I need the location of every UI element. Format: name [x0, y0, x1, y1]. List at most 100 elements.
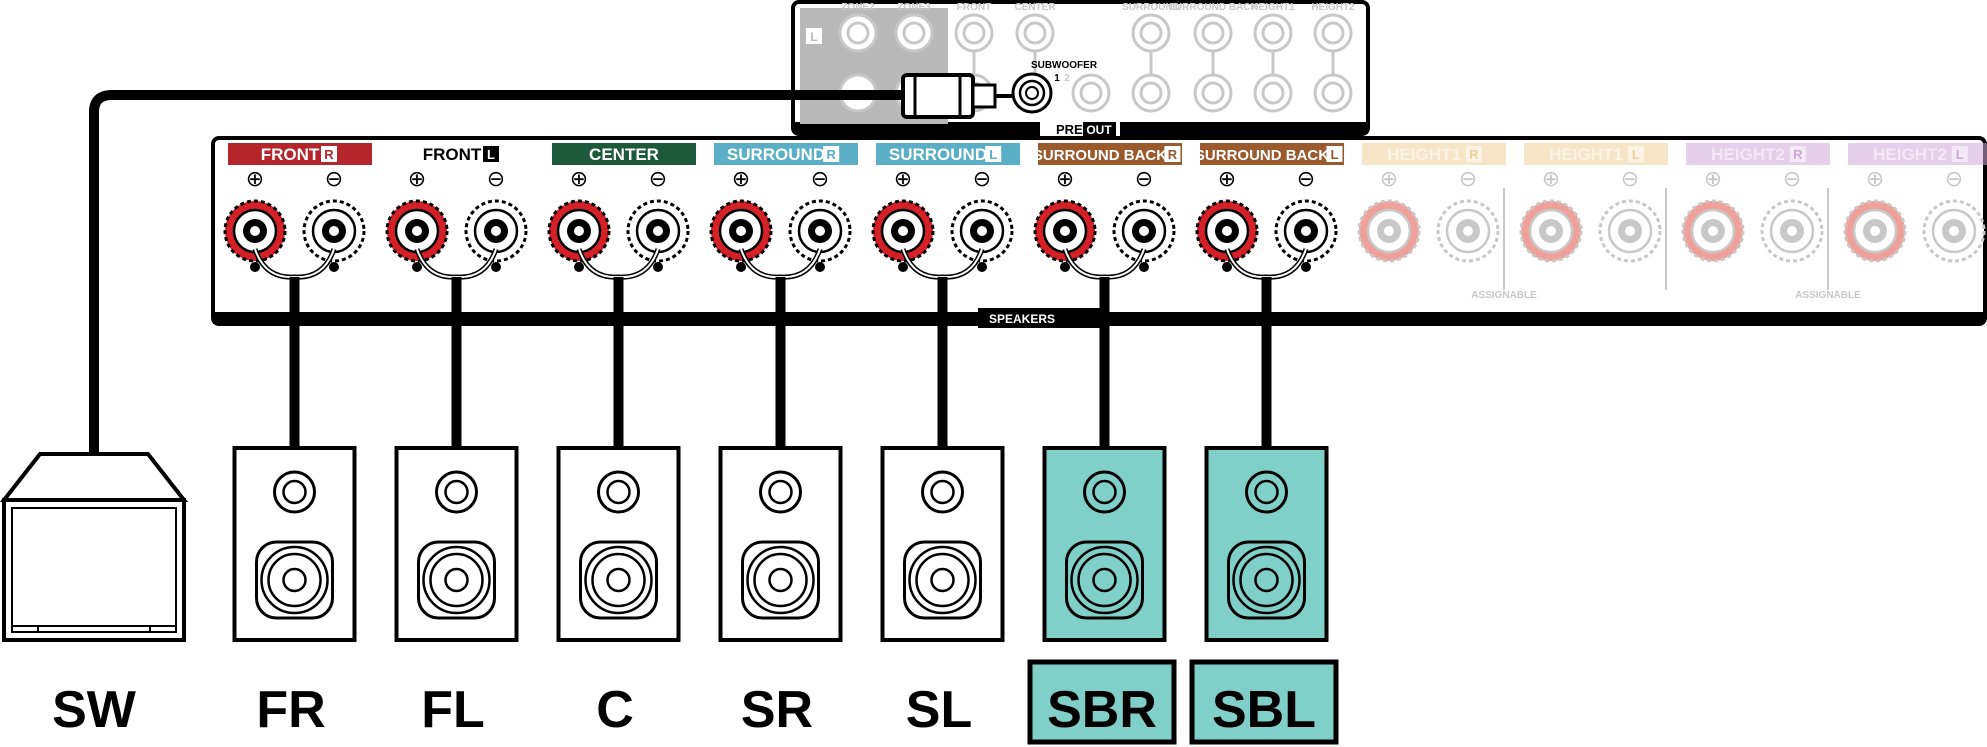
minus-terminal: [950, 199, 1014, 263]
channel-label-text: SURROUND: [889, 145, 987, 164]
minus-symbol: ⊖: [1297, 167, 1315, 192]
channel-side-text: R: [1469, 147, 1479, 162]
channel-label-text: HEIGHT2: [1711, 145, 1785, 164]
channel-label-text: SURROUND BACK: [1033, 147, 1167, 164]
plus-terminal: [871, 199, 935, 263]
minus-symbol: ⊖: [1621, 167, 1639, 192]
plus-symbol: ⊕: [1704, 167, 1722, 192]
speakers-panel: [211, 136, 1987, 326]
minus-symbol: ⊖: [649, 167, 667, 192]
preout-surround-back-label: SURROUND BACK: [1168, 2, 1258, 13]
minus-terminal: [788, 199, 852, 263]
plus-symbol: ⊕: [1056, 167, 1074, 192]
channel-label-text: HEIGHT1: [1387, 145, 1461, 164]
label-fr: FR: [256, 681, 325, 739]
channel-label-text: FRONT: [423, 145, 482, 164]
plus-symbol: ⊕: [1866, 167, 1884, 192]
channel-label-text: HEIGHT2: [1873, 145, 1947, 164]
speakers-label-bg: [978, 308, 1108, 328]
pre-label: PRE: [1056, 122, 1083, 137]
channel-label-text: SURROUND: [727, 145, 825, 164]
minus-terminal: [1760, 199, 1824, 263]
channel-side-badge: [1465, 146, 1482, 162]
plus-terminal: [1033, 199, 1097, 263]
preout-height1-label: HEIGHT1: [1251, 2, 1295, 13]
channel-label-text: FRONT: [261, 145, 320, 164]
channel-side-badge: [1951, 146, 1968, 162]
minus-symbol: ⊖: [811, 167, 829, 192]
plus-terminal: [547, 199, 611, 263]
zone2-label: ZONE2: [841, 2, 875, 13]
channel-side-text: R: [827, 147, 837, 162]
minus-terminal: [464, 199, 528, 263]
channel-label-text: SURROUND BACK: [1195, 147, 1329, 164]
channel-side-text: R: [1168, 147, 1178, 162]
channel-side-badge: [823, 146, 840, 162]
label-sbl: SBL: [1212, 681, 1316, 739]
preout-panel: L ZONE2 ZONE3 FRONT CENTER SURROUND SURR…: [791, 0, 1370, 138]
speaker-box-2: [394, 446, 519, 642]
assignable-label-2: ASSIGNABLE: [1795, 290, 1861, 301]
channel-label-bg: [876, 143, 1020, 165]
out-label: OUT: [1086, 123, 1112, 137]
plus-terminal: [1843, 199, 1907, 263]
minus-symbol: ⊖: [1459, 167, 1477, 192]
channel-side-text: R: [1793, 147, 1803, 162]
channel-label-text: HEIGHT1: [1549, 145, 1623, 164]
preout-surround-label: SURROUND: [1122, 2, 1180, 13]
channel-label-bg: [714, 143, 858, 165]
preout-center-label: CENTER: [1014, 2, 1056, 13]
speaker-name-labels: SW FR FL C SR SL SBR SBL: [52, 659, 1339, 745]
plus-terminal: [385, 199, 449, 263]
preout-height2-label: HEIGHT2: [1311, 2, 1355, 13]
plus-symbol: ⊕: [408, 167, 426, 192]
minus-terminal: [1112, 199, 1176, 263]
plus-terminal: [223, 199, 287, 263]
channel-3: CENTER⊕⊖: [547, 143, 696, 263]
plus-symbol: ⊕: [570, 167, 588, 192]
channel-side-badge: [985, 146, 1002, 162]
channel-label-bg: [552, 143, 696, 165]
out-badge: [1083, 122, 1116, 137]
zone3-label: ZONE3: [897, 2, 931, 13]
minus-symbol: ⊖: [973, 167, 991, 192]
plus-terminal: [1681, 199, 1745, 263]
sub-index-2: 2: [1064, 73, 1070, 84]
l-badge-text: L: [810, 30, 817, 44]
speaker-box-5: [880, 446, 1005, 642]
plus-symbol: ⊕: [1542, 167, 1560, 192]
label-fl: FL: [421, 681, 485, 739]
minus-terminal: [1274, 199, 1338, 263]
speaker-wires: [250, 248, 1311, 448]
plus-symbol: ⊕: [246, 167, 264, 192]
channel-side-text: L: [1330, 147, 1338, 162]
preout-front-label: FRONT: [957, 2, 991, 13]
plus-terminal: [1357, 199, 1421, 263]
sub-index-1: 1: [1054, 73, 1060, 84]
subwoofer-cable: [89, 73, 1012, 452]
label-c: C: [596, 681, 634, 739]
channel-side-text: L: [487, 147, 495, 162]
speaker-boxes: [232, 446, 1329, 642]
plus-terminal: [709, 199, 773, 263]
channel-side-text: R: [324, 147, 334, 162]
speaker-box-6: [1042, 446, 1167, 642]
channel-label-bg: [1038, 143, 1182, 165]
channel-side-badge: [1164, 146, 1181, 162]
channel-side-badge: [483, 146, 499, 162]
plus-symbol: ⊕: [732, 167, 750, 192]
channel-side-text: L: [989, 147, 997, 162]
channel-label-bg: [1200, 143, 1344, 165]
minus-terminal: [1436, 199, 1500, 263]
speaker-box-1: [232, 446, 357, 642]
